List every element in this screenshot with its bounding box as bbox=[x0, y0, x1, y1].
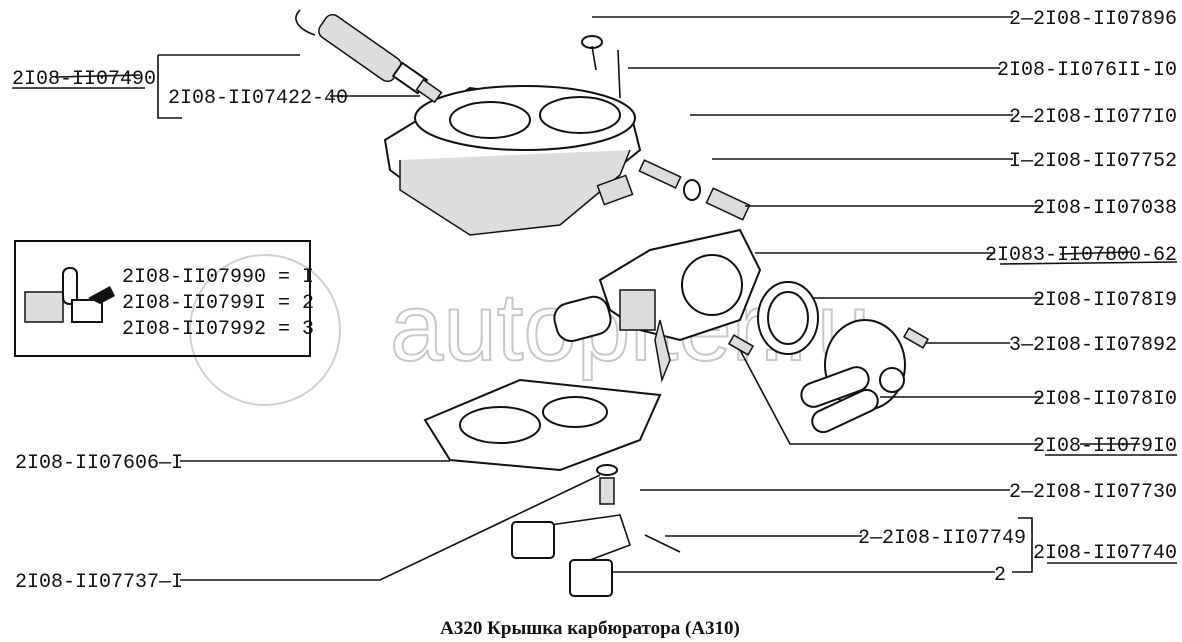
label-07611: 2I08-II076II-I0 bbox=[997, 59, 1177, 82]
label-part-07737: 2I08-II07737—I bbox=[15, 571, 183, 594]
choke-cover bbox=[727, 319, 930, 434]
label-07749: 2—2I08-II07749 bbox=[858, 527, 1026, 550]
solenoid-valve bbox=[295, 9, 443, 104]
screw-896 bbox=[581, 35, 621, 99]
label-assembly-07490: 2I08-II07490 bbox=[12, 68, 156, 91]
strikethrough bbox=[54, 74, 141, 78]
label-07730: 2—2I08-II07730 bbox=[1009, 481, 1177, 504]
label-07800: 2I083-II07800-62 bbox=[985, 244, 1177, 267]
gasket bbox=[423, 378, 662, 472]
choke-housing bbox=[553, 228, 819, 383]
label-07819: 2I08-II078I9 bbox=[1033, 289, 1177, 312]
label-part-07422: 2I08-II07422-40 bbox=[168, 87, 348, 110]
repair-kit-icon bbox=[24, 267, 115, 323]
diagram-caption: А320 Крышка карбюратора (А310) bbox=[440, 618, 740, 639]
label-qty: 2 bbox=[994, 564, 1006, 587]
repair-kit-row: 2I08-II07990 = I bbox=[122, 266, 314, 289]
label-07910: 2I08-II079I0 bbox=[1033, 435, 1177, 458]
label-07752: I—2I08-II07752 bbox=[1009, 150, 1177, 173]
label-07810: 2I08-II078I0 bbox=[1033, 388, 1177, 411]
repair-kit-row: 2I08-II0799I = 2 bbox=[122, 292, 314, 315]
small-parts bbox=[638, 159, 751, 221]
leader-lines bbox=[157, 16, 1042, 581]
label-07896: 2—2I08-II07896 bbox=[1009, 8, 1177, 31]
carburetor-cover bbox=[383, 85, 642, 236]
repair-kit-row: 2I08-II07992 = 3 bbox=[122, 318, 314, 341]
float-assembly bbox=[511, 464, 681, 597]
label-07038: 2I08-II07038 bbox=[1033, 197, 1177, 220]
label-07892: 3—2I08-II07892 bbox=[1009, 334, 1177, 357]
repair-kit-box: 2I08-II07990 = I 2I08-II0799I = 2 2I08-I… bbox=[14, 240, 314, 357]
label-part-07606: 2I08-II07606—I bbox=[15, 452, 183, 475]
label-assembly-07740: 2I08-II07740 bbox=[1033, 542, 1177, 565]
label-07710: 2—2I08-II077I0 bbox=[1009, 106, 1177, 129]
right-labels: 2—2I08-II07896 2I08-II076II-I0 2—2I08-II… bbox=[858, 8, 1178, 587]
